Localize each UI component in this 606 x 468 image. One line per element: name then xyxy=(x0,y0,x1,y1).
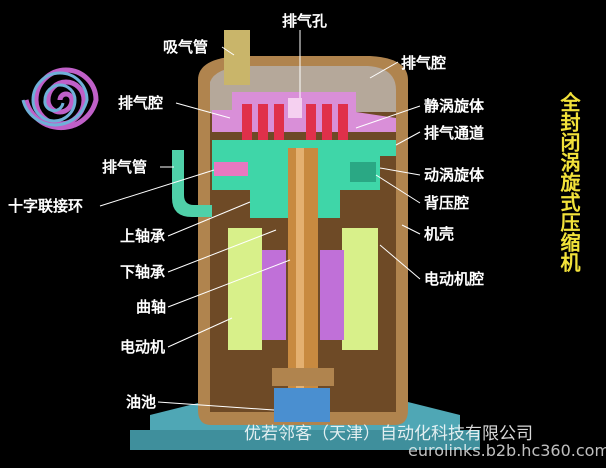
label-suction-pipe: 吸气管 xyxy=(163,38,209,56)
scroll-spiral-icon xyxy=(21,67,99,131)
motor-rotor-right xyxy=(320,250,344,340)
label-upper-bearing: 上轴承 xyxy=(120,227,166,245)
label-crankshaft: 曲轴 xyxy=(136,298,167,316)
label-motor: 电动机 xyxy=(120,338,166,356)
label-discharge-hole: 排气孔 xyxy=(282,12,328,30)
label-shell: 机壳 xyxy=(424,225,455,243)
base-plate xyxy=(130,430,480,450)
label-back-pressure-chamber: 背压腔 xyxy=(424,194,470,212)
scroll-teeth xyxy=(242,104,348,140)
lower-bearing xyxy=(272,368,334,386)
discharge-hole xyxy=(288,98,302,118)
suction-pipe xyxy=(224,30,250,85)
back-pressure-chamber xyxy=(350,162,376,182)
label-discharge-chamber-top: 排气腔 xyxy=(401,54,447,72)
label-oil-sump: 油池 xyxy=(126,393,157,411)
crankshaft-highlight xyxy=(296,148,304,388)
watermark-site: eurolinks.b2b.hc360.com xyxy=(408,441,606,460)
watermark-company: 优若邻客（天津）自动化科技有限公司 xyxy=(244,424,533,444)
label-fixed-scroll: 静涡旋体 xyxy=(424,97,485,115)
label-discharge-chamber-left: 排气腔 xyxy=(118,94,164,112)
label-oldham-ring: 十字联接环 xyxy=(8,197,84,215)
label-orbiting-scroll: 动涡旋体 xyxy=(424,166,485,184)
oldham-ring xyxy=(214,162,248,176)
motor-stator-left xyxy=(228,228,262,350)
motor-rotor-left xyxy=(262,250,286,340)
title-text: 全封闭涡旋式压缩机 xyxy=(557,92,581,272)
label-discharge-passage: 排气通道 xyxy=(424,124,485,142)
oil-sump xyxy=(274,388,330,422)
label-motor-chamber: 电动机腔 xyxy=(424,270,485,288)
diagram-title: 全封闭涡旋式压缩机 xyxy=(556,92,588,272)
label-discharge-pipe: 排气管 xyxy=(102,158,148,176)
motor-stator-right xyxy=(342,228,378,350)
label-lower-bearing: 下轴承 xyxy=(120,263,166,281)
